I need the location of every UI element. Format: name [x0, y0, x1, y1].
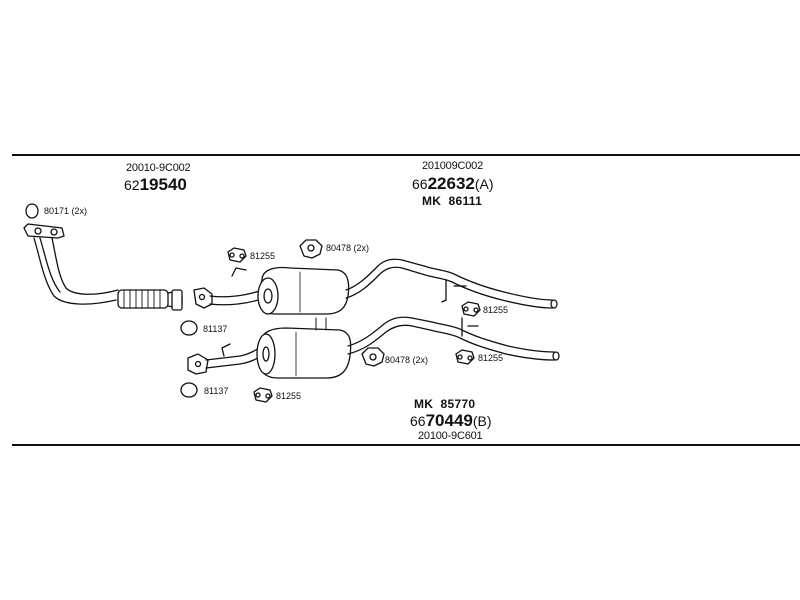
callout-81255-upper-right: 81255: [483, 305, 509, 315]
front-pipe-drawing: [23, 203, 183, 311]
lower-system-drawing: [187, 316, 560, 379]
lower-system-part-main: 70449: [425, 411, 473, 430]
bottom-rule: [12, 444, 800, 446]
callout-81255-upper-left: 81255: [250, 251, 276, 261]
lower-system-oe-code: 20100-9C601: [418, 430, 483, 442]
callout-80478-upper: 80478 (2x): [326, 243, 370, 253]
front-pipe-part-number: 6219540: [124, 176, 187, 193]
lower-system-mounting-kit: MK 85770: [414, 397, 476, 411]
top-rule: [12, 154, 800, 156]
upper-system-part-suffix: (A): [474, 176, 494, 192]
callout-80478-lower: 80478 (2x): [385, 355, 429, 365]
callout-81137-lower: 81137: [204, 386, 229, 396]
upper-system-part-prefix: 66: [412, 176, 428, 192]
front-pipe-oe-code: 20010-9C002: [126, 162, 191, 174]
front-pipe-part-main: 19540: [139, 175, 187, 194]
callout-81255-lower-mid: 81255: [276, 391, 302, 401]
upper-system-part-number: 6622632(A): [412, 175, 494, 192]
callout-81255-lower-right: 81255: [478, 353, 504, 363]
upper-system-oe-code: 201009C002: [422, 160, 484, 172]
small-parts-drawing: [180, 239, 481, 403]
upper-system-drawing: [193, 258, 558, 315]
front-pipe-part-prefix: 62: [124, 177, 140, 193]
upper-system-part-main: 22632: [427, 174, 475, 193]
lower-system-part-suffix: (B): [472, 413, 492, 429]
callout-80171: 80171 (2x): [44, 206, 88, 216]
lower-system-part-number: 6670449(B): [410, 412, 492, 429]
callout-81137-upper: 81137: [203, 324, 228, 334]
lower-system-part-prefix: 66: [410, 413, 426, 429]
upper-system-mounting-kit: MK 86111: [422, 194, 483, 208]
